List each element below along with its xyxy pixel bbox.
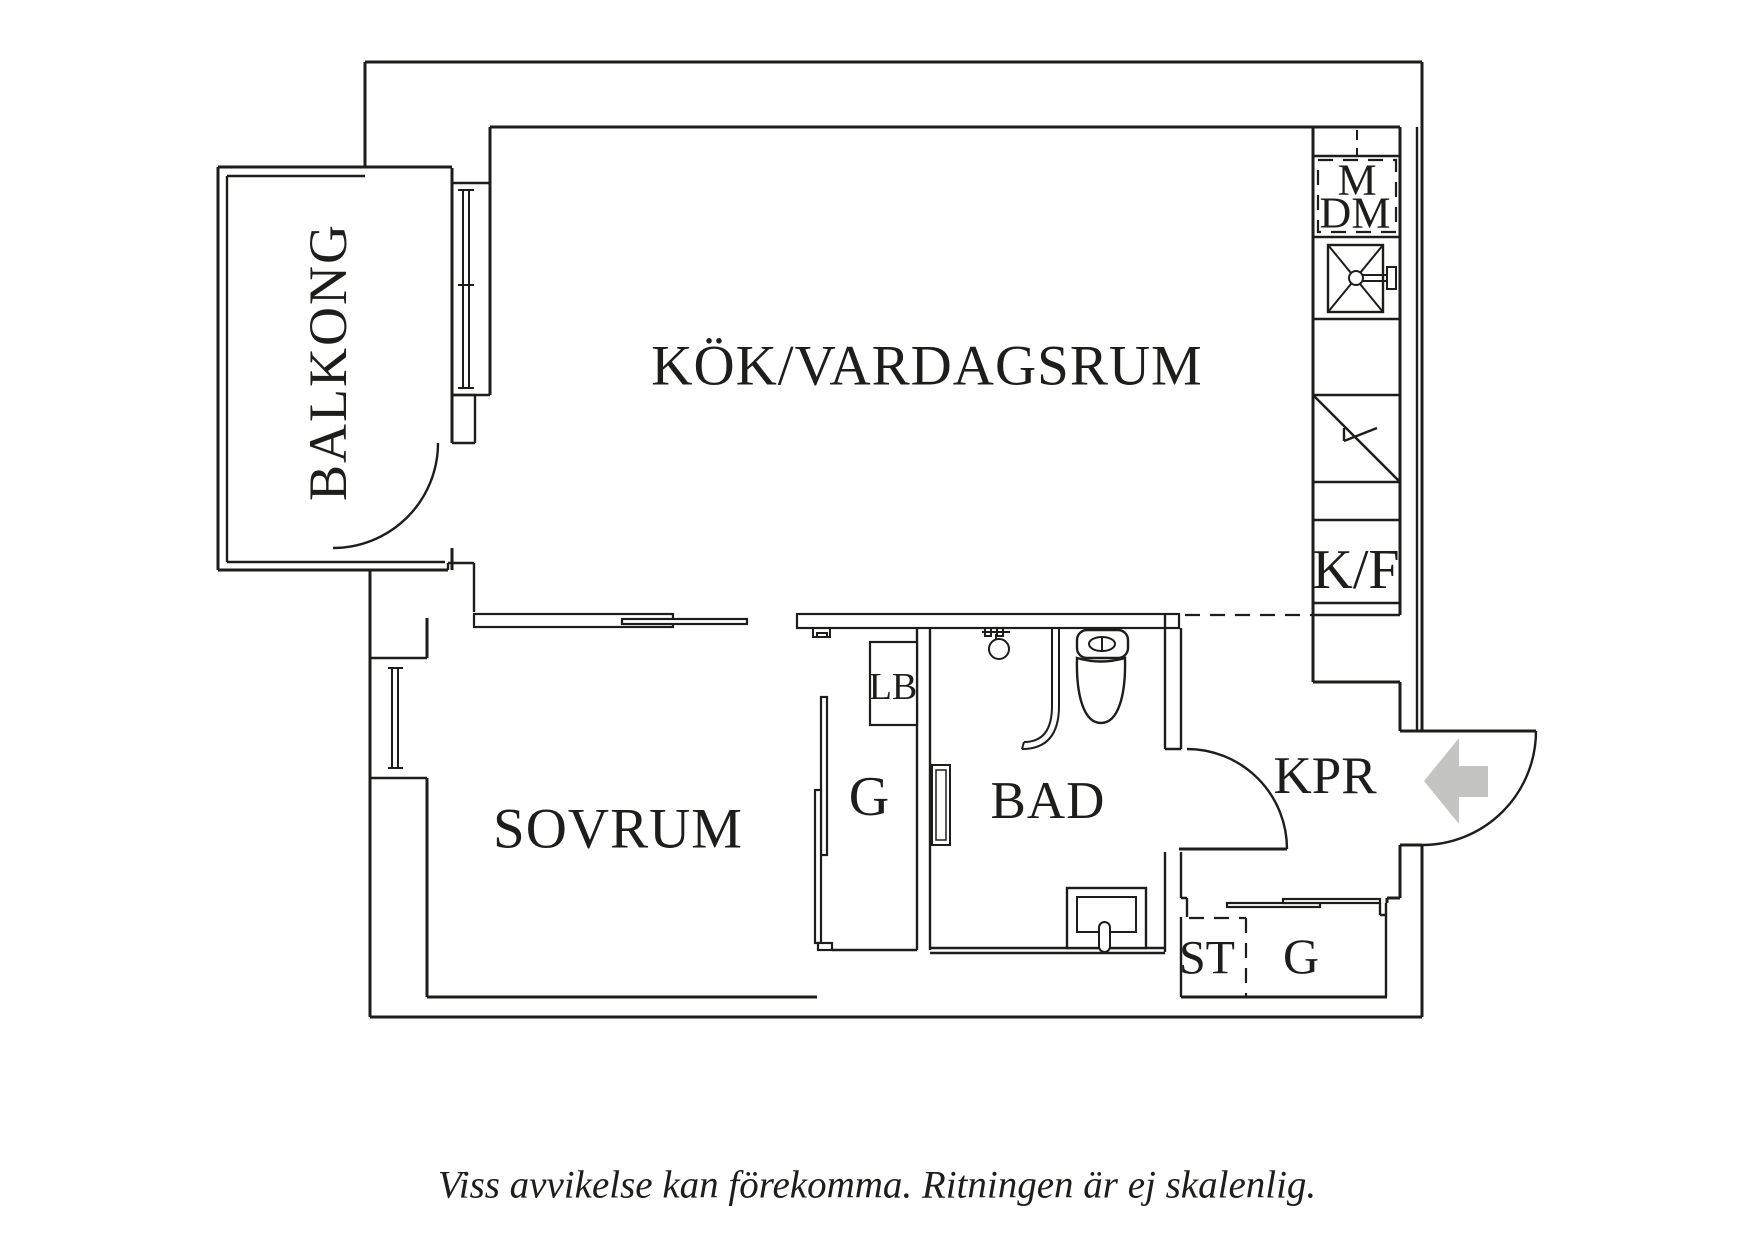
balcony-walls [216, 127, 492, 612]
linen-cabinet-box [868, 640, 919, 727]
balcony-window-icon [452, 181, 490, 397]
linen-cabinet-label: LB [869, 666, 918, 708]
dishwasher-label: DM [1320, 189, 1391, 238]
bathroom-door [1179, 747, 1289, 851]
sink-icon [1326, 243, 1397, 314]
entrance-door [1421, 729, 1538, 847]
wardrobe-hall-label: G [1283, 928, 1319, 984]
sliding-panel-1 [819, 695, 829, 857]
bathroom-label: BAD [991, 772, 1106, 830]
shower-screen [1021, 628, 1060, 750]
disclaimer-caption: Viss avvikelse kan förekomma. Ritningen … [438, 1164, 1316, 1207]
bedroom-sliding-door [472, 612, 749, 629]
kitchen-livingroom-label: KÖK/VARDAGSRUM [651, 335, 1202, 398]
hall-sliding-panel-2 [1281, 897, 1382, 905]
bedroom-label: SOVRUM [493, 798, 743, 861]
washer-dishwasher-box [1316, 158, 1398, 234]
shower-icon [982, 627, 1010, 660]
hall-label: KPR [1273, 747, 1377, 805]
exterior-walls [218, 60, 1424, 1019]
toilet-icon [1075, 628, 1130, 725]
kitchen-cabinet-column [1311, 127, 1402, 682]
entrance-arrow-icon [1424, 738, 1488, 824]
washbasin-icon [1065, 886, 1148, 953]
counter-diagonal-icon [1312, 394, 1401, 483]
balcony-label: BALKONG [298, 223, 358, 501]
fridge-freezer-label: K/F [1312, 539, 1399, 601]
hall-walls [1185, 613, 1422, 903]
cleaning-closet-label: ST [1179, 932, 1235, 985]
cleaning-closet-box [1189, 916, 1248, 997]
hall-sliding-panel-1 [1225, 901, 1322, 909]
radiator-icon [931, 764, 951, 846]
sliding-panel-2 [813, 788, 823, 945]
wardrobe-mid-walls [813, 628, 932, 952]
wardrobe-mid-label: G [849, 766, 889, 828]
bedroom-window-icon [370, 656, 427, 780]
hall-closets [1189, 897, 1388, 997]
washing-machine-label: M [1337, 156, 1376, 205]
balcony-door [332, 393, 477, 550]
